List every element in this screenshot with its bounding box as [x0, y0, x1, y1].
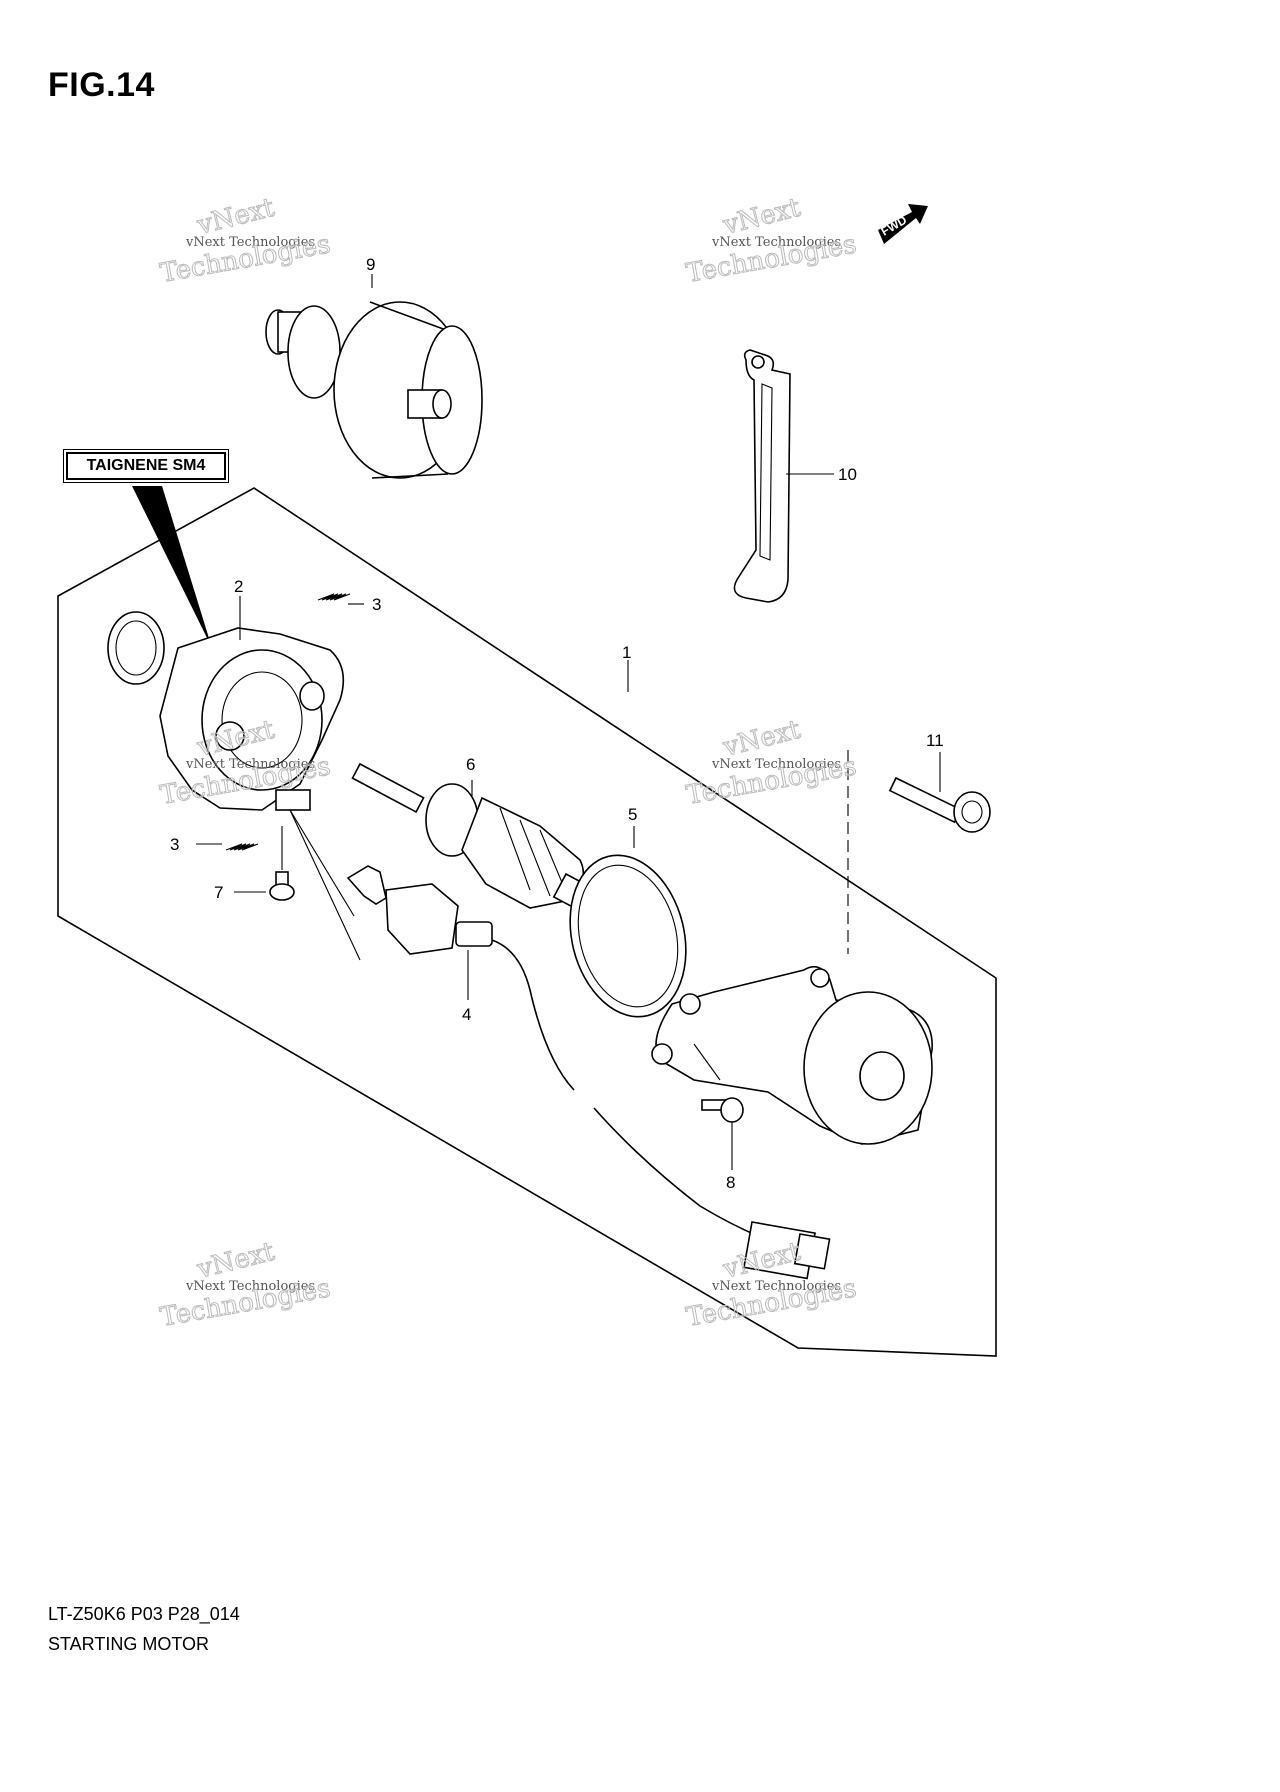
watermark-mid-right: vNext vNext Technologies Technologies — [684, 714, 860, 811]
callout-5: 5 — [628, 805, 637, 824]
screw-part-8 — [701, 1097, 744, 1123]
motor-housing-part-1 — [651, 965, 933, 1145]
watermark-bottom-right: vNext vNext Technologies Technologies — [684, 1236, 860, 1333]
lead-wire-part-4 — [346, 865, 831, 1280]
callout-2: 2 — [234, 577, 243, 596]
svg-text:vNext: vNext — [193, 1237, 277, 1285]
watermark-top-left: vNext vNext Technologies Technologies — [158, 192, 334, 289]
diagram-caption: STARTING MOTOR — [48, 1634, 210, 1654]
screw-part-7 — [269, 871, 295, 901]
svg-text:vNext: vNext — [719, 193, 803, 241]
svg-text:vNext Technologies: vNext Technologies — [185, 1279, 315, 1294]
callout-8: 8 — [726, 1173, 735, 1192]
bracket-part-10 — [733, 349, 791, 603]
bolt-part-11 — [888, 776, 991, 833]
assembly-boundary — [57, 487, 997, 1357]
spring-part-3-top — [317, 593, 351, 601]
svg-text:vNext Technologies: vNext Technologies — [711, 757, 841, 772]
o-ring-part-5 — [569, 854, 687, 1018]
leader-lines — [196, 274, 941, 1170]
svg-text:vNext: vNext — [193, 193, 277, 241]
figure-title: FIG.14 — [48, 66, 155, 104]
svg-text:vNext Technologies: vNext Technologies — [185, 757, 315, 772]
callout-3-bottom: 3 — [170, 835, 179, 854]
watermark-bottom-left: vNext vNext Technologies Technologies — [158, 1236, 334, 1333]
fwd-arrow-icon: FWD — [878, 204, 928, 244]
callout-10: 10 — [838, 465, 857, 484]
starter-drive-part-9 — [265, 301, 483, 479]
svg-text:vNext Technologies: vNext Technologies — [711, 235, 841, 250]
end-cover-part-2 — [107, 611, 345, 811]
callout-4: 4 — [462, 1005, 471, 1024]
model-code: LT-Z50K6 P03 P28_014 — [48, 1604, 240, 1624]
watermark-top-right: vNext vNext Technologies Technologies — [684, 192, 860, 289]
callout-7: 7 — [214, 883, 223, 902]
callout-9: 9 — [366, 255, 375, 274]
sealant-label: TAIGNENE SM4 — [63, 449, 229, 483]
svg-text:vNext: vNext — [719, 715, 803, 763]
sealant-pointer — [132, 486, 212, 648]
callout-11: 11 — [926, 731, 944, 750]
callout-numbers: 9 10 1 2 3 3 7 6 5 4 8 11 — [170, 255, 944, 1192]
svg-text:vNext Technologies: vNext Technologies — [711, 1279, 841, 1294]
callout-1: 1 — [622, 643, 631, 662]
spring-part-3-bottom — [225, 843, 259, 851]
callout-3-top: 3 — [372, 595, 381, 614]
callout-6: 6 — [466, 755, 475, 774]
svg-text:vNext Technologies: vNext Technologies — [185, 235, 315, 250]
